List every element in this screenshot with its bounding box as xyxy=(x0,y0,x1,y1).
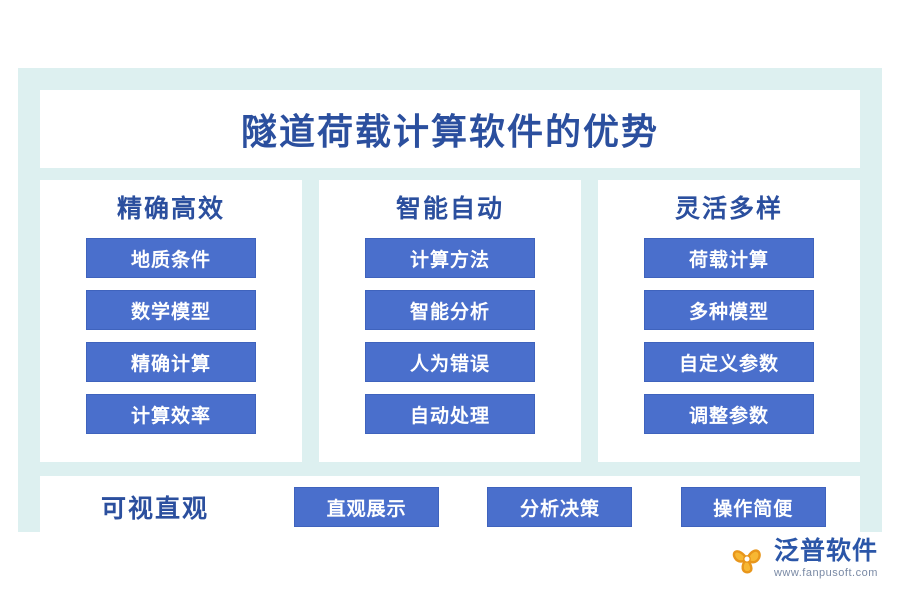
chip-item[interactable]: 多种模型 xyxy=(644,290,814,330)
bottom-bar: 可视直观 直观展示 分析决策 操作简便 xyxy=(40,476,860,538)
fanpu-flower-icon xyxy=(726,538,768,580)
column-title: 精确高效 xyxy=(116,195,225,223)
chip-item[interactable]: 地质条件 xyxy=(86,238,256,278)
chip-item[interactable]: 操作简便 xyxy=(680,487,826,527)
column-title: 灵活多样 xyxy=(674,195,783,223)
chip-item[interactable]: 计算方法 xyxy=(365,238,535,278)
logo-url: www.fanpusoft.com xyxy=(773,567,878,579)
chip-item[interactable]: 精确计算 xyxy=(86,342,256,382)
chip-item[interactable]: 分析决策 xyxy=(487,487,633,527)
chip-item[interactable]: 数学模型 xyxy=(86,290,256,330)
page-title: 隧道荷载计算软件的优势 xyxy=(240,111,659,152)
chip-item[interactable]: 自定义参数 xyxy=(644,342,814,382)
chip-item[interactable]: 荷载计算 xyxy=(644,238,814,278)
column-precise-efficient: 精确高效 地质条件 数学模型 精确计算 计算效率 xyxy=(40,180,302,462)
chip-item[interactable]: 直观展示 xyxy=(294,487,440,527)
bottom-chips: 直观展示 分析决策 操作简便 xyxy=(270,487,860,527)
logo-name: 泛普软件 xyxy=(773,537,878,565)
chip-item[interactable]: 自动处理 xyxy=(365,394,535,434)
brand-logo: 泛普软件 www.fanpusoft.com xyxy=(726,536,878,582)
logo-text-block: 泛普软件 www.fanpusoft.com xyxy=(774,539,878,579)
chip-item[interactable]: 调整参数 xyxy=(644,394,814,434)
chip-item[interactable]: 智能分析 xyxy=(365,290,535,330)
columns-row: 精确高效 地质条件 数学模型 精确计算 计算效率 智能自动 计算方法 智能分析 … xyxy=(40,180,860,462)
column-intelligent-automatic: 智能自动 计算方法 智能分析 人为错误 自动处理 xyxy=(319,180,581,462)
column-title: 智能自动 xyxy=(395,195,504,223)
bottom-title: 可视直观 xyxy=(100,495,209,523)
column-flexible-diverse: 灵活多样 荷载计算 多种模型 自定义参数 调整参数 xyxy=(598,180,860,462)
chip-item[interactable]: 人为错误 xyxy=(365,342,535,382)
title-bar: 隧道荷载计算软件的优势 xyxy=(40,90,860,168)
chip-item[interactable]: 计算效率 xyxy=(86,394,256,434)
